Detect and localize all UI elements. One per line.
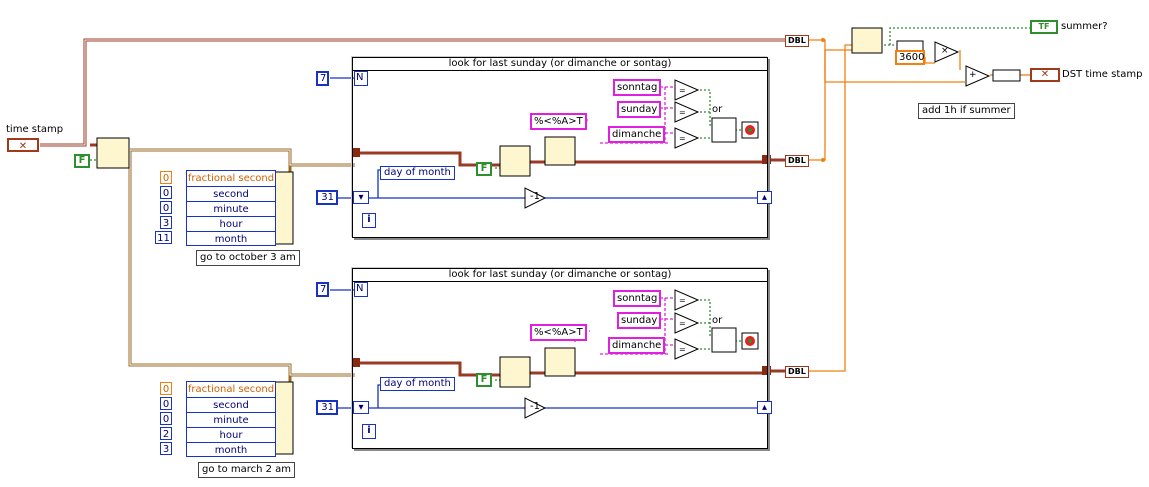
dbl-terminal: DBL (785, 155, 809, 167)
add-1h-label: add 1h if summer (918, 103, 1015, 119)
time-stamp-label: time stamp (6, 124, 64, 135)
shift-constant[interactable]: 31 (316, 190, 338, 205)
svg-text:=: = (679, 345, 686, 354)
format-string[interactable]: %<%A>T (530, 113, 587, 130)
cluster-field: minute (187, 412, 275, 427)
cluster-field: hour (187, 427, 275, 442)
loop-count-terminal: N (354, 282, 368, 297)
svg-text:=: = (679, 134, 686, 143)
cluster-value[interactable]: 3 (160, 442, 172, 455)
decrement-op: -1 (530, 191, 540, 202)
cluster-value[interactable]: 0 (160, 201, 172, 214)
october-label: go to october 3 am (196, 250, 300, 266)
cluster-field: fractional second (187, 384, 275, 395)
shift-register-left: ▾ (353, 191, 369, 204)
cluster-value[interactable]: 11 (155, 231, 172, 244)
cluster-field: second (187, 397, 275, 412)
cluster-field: second (187, 186, 275, 201)
for-loop-top[interactable]: look for last sunday (or dimanche or son… (352, 57, 768, 238)
dbl-terminal: DBL (785, 366, 809, 378)
dst-indicator[interactable]: ✕ (1030, 68, 1060, 82)
loop-title: look for last sunday (or dimanche or son… (353, 58, 767, 71)
summer-label: summer? (1061, 21, 1108, 32)
march-label: go to march 2 am (198, 462, 296, 478)
svg-text:=: = (679, 319, 686, 328)
shift-register-right: ▴ (757, 401, 772, 414)
dbl-glyph: ✕ (1040, 69, 1050, 80)
false-constant-top[interactable]: F (476, 162, 492, 176)
svg-text:=: = (679, 86, 686, 95)
summer-indicator[interactable]: TF (1030, 20, 1058, 34)
string-dimanche[interactable]: dimanche (608, 337, 666, 354)
or-label: or (712, 104, 723, 115)
decrement-op: -1 (530, 401, 540, 412)
string-sunday[interactable]: sunday (617, 101, 662, 118)
cluster-field: month (187, 442, 275, 457)
cluster-field: minute (187, 201, 275, 216)
cluster-value[interactable]: 3 (160, 216, 172, 229)
or-label: or (712, 315, 723, 326)
loop-count-constant[interactable]: 7 (316, 71, 329, 86)
iteration-terminal: i (362, 213, 376, 228)
dst-label: DST time stamp (1062, 69, 1143, 80)
string-sonntag[interactable]: sonntag (613, 79, 662, 96)
format-string[interactable]: %<%A>T (530, 324, 587, 341)
multiply-op: × (941, 46, 949, 56)
time-stamp-control[interactable]: ✕ (7, 138, 39, 152)
svg-text:=: = (679, 108, 686, 117)
iteration-terminal: i (362, 424, 376, 439)
cluster-fields: fractional second second minute hour mon… (186, 381, 276, 457)
shift-constant[interactable]: 31 (316, 400, 338, 415)
day-of-month-unbundle: day of month (380, 377, 455, 391)
cluster-value[interactable]: 2 (160, 427, 172, 440)
loop-count-terminal: N (354, 71, 368, 86)
cluster-field: fractional second (187, 173, 275, 184)
false-constant-bottom[interactable]: F (476, 373, 492, 387)
dbl-terminal: DBL (785, 35, 809, 47)
svg-text:=: = (679, 296, 686, 305)
cluster-field: hour (187, 216, 275, 231)
cluster-value[interactable]: 0 (160, 171, 172, 184)
string-dimanche[interactable]: dimanche (608, 126, 666, 143)
cluster-fields: fractional second second minute hour mon… (186, 170, 276, 246)
cluster-value[interactable]: 0 (160, 186, 172, 199)
string-sunday[interactable]: sunday (617, 312, 662, 329)
cluster-field: month (187, 231, 275, 246)
string-sonntag[interactable]: sonntag (613, 290, 662, 307)
cluster-value[interactable]: 0 (160, 397, 172, 410)
dbl-glyph: ✕ (18, 141, 28, 152)
day-of-month-unbundle: day of month (380, 166, 455, 180)
cluster-value[interactable]: 0 (160, 412, 172, 425)
false-constant[interactable]: F (74, 154, 90, 168)
loop-title: look for last sunday (or dimanche or son… (353, 269, 767, 282)
constant-3600[interactable]: 3600 (895, 50, 925, 65)
add-op: + (969, 70, 977, 80)
for-loop-bottom[interactable]: look for last sunday (or dimanche or son… (352, 268, 768, 449)
loop-count-constant[interactable]: 7 (316, 282, 329, 297)
shift-register-right: ▴ (757, 191, 772, 204)
cluster-value[interactable]: 0 (160, 382, 172, 395)
shift-register-left: ▾ (353, 401, 369, 414)
